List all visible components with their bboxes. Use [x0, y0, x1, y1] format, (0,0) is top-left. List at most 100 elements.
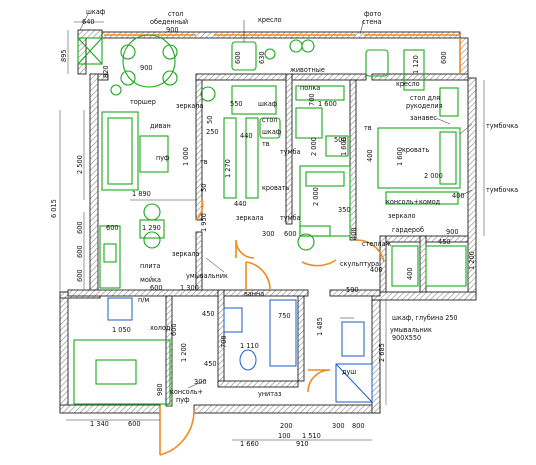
dim-1110: 1 110 — [240, 342, 259, 350]
dim-2000-a: 2 000 — [312, 187, 320, 206]
label-tumba-1: тумба — [280, 147, 300, 156]
dim-300-a: 300 — [262, 230, 275, 238]
label-tv-2: тв — [262, 139, 270, 148]
label-puf-1: пуф — [156, 153, 170, 162]
label-pm: п/м — [138, 295, 149, 304]
label-zerkala-2: зеркала — [236, 213, 264, 222]
dim-400-e: 400 — [452, 192, 465, 200]
dim-100: 100 — [278, 432, 291, 440]
label-umyvalnik-1: умывальник — [186, 271, 228, 280]
label-stol-ruk-2: рукоделия — [406, 101, 443, 110]
dim-200: 200 — [280, 422, 293, 430]
label-stol-ruk: стол для — [410, 93, 440, 102]
label-shkaf-mid2: шкаф — [262, 127, 282, 136]
dim-2685: 2 685 — [378, 343, 386, 362]
dim-6015: 6 015 — [50, 199, 58, 218]
dim-2000-b: 2 000 — [424, 172, 443, 180]
dim-440-b: 440 — [234, 200, 247, 208]
dim-800: 800 — [352, 422, 365, 430]
dim-400-c: 400 — [370, 266, 383, 274]
dim-600-kitchen: 600 — [106, 224, 119, 232]
dim-400-a: 400 — [366, 149, 374, 162]
label-dush: душ — [342, 367, 356, 376]
label-stellazh: стеллаж — [362, 239, 392, 248]
label-garderob: гардероб — [392, 225, 424, 234]
dim-450-r: 450 — [438, 238, 451, 246]
dim-1300: 1 300 — [180, 284, 199, 292]
label-tv-3: тв — [200, 157, 208, 166]
fixtures — [107, 297, 373, 403]
dim-750: 750 — [278, 312, 291, 320]
dim-1200-b: 1 200 — [180, 343, 188, 362]
dim-1050: 1 050 — [112, 326, 131, 334]
label-kreslo-right: кресло — [396, 79, 420, 88]
dim-1290: 1 290 — [142, 224, 161, 232]
label-zerkala-1: зеркала — [176, 101, 204, 110]
leader-lines — [79, 13, 473, 389]
dim-400-b: 400 — [350, 227, 358, 240]
dim-600-a: 600 — [234, 51, 242, 64]
bed-right — [377, 127, 461, 189]
label-shkaf-mid: шкаф — [258, 99, 278, 108]
label-konsol-puf: консоль+ — [170, 387, 203, 396]
dim-1950: 1 950 — [200, 213, 208, 232]
dim-900-table: 900 — [140, 64, 153, 72]
label-torsher: торшер — [130, 97, 156, 106]
label-skulptura: скульптура — [340, 259, 379, 268]
dim-600-left1: 600 — [76, 221, 84, 234]
label-foto-2: стена — [362, 17, 382, 26]
dim-1000-puf: 1 000 — [182, 147, 190, 166]
label-shkaf-glubina: шкаф, глубина 250 — [392, 313, 458, 322]
dim-900-r: 900 — [446, 228, 459, 236]
label-konsol-komod: консоль+комод — [386, 197, 441, 206]
label-konsol-puf-2: пуф — [176, 395, 190, 404]
dim-500: 500 — [334, 136, 347, 144]
label-stol-2: обеденный — [150, 17, 188, 26]
label-foto: фото — [364, 9, 381, 18]
dim-820: 820 — [102, 65, 110, 78]
dim-1510: 1 510 — [302, 432, 321, 440]
dim-400-d: 400 — [406, 267, 414, 280]
label-unitaz: унитаз — [258, 389, 282, 398]
label-krovat-1: кровать — [402, 145, 430, 154]
label-umyvalnik-2-size: 900Х550 — [392, 333, 421, 342]
label-holod: холод. — [150, 323, 172, 332]
room-labels: шкаф стол обеденный кресло фото стена то… — [86, 7, 518, 404]
label-divan: диван — [150, 121, 171, 130]
dim-250: 250 — [206, 128, 219, 136]
inner-walls — [67, 73, 469, 407]
dim-350: 350 — [338, 206, 351, 214]
dim-50: 50 — [206, 116, 214, 124]
label-stol: стол — [168, 9, 183, 18]
label-plita: плита — [140, 261, 160, 270]
dim-550: 550 — [230, 100, 243, 108]
dim-2500: 2 500 — [76, 155, 84, 174]
label-zerkalo: зеркало — [388, 211, 416, 220]
dim-440: 440 — [240, 132, 253, 140]
dim-600-left2: 600 — [76, 245, 84, 258]
dim-910: 910 — [296, 440, 309, 448]
dim-1120: 1 120 — [412, 55, 420, 74]
dim-300-bot: 300 — [332, 422, 345, 430]
dim-2000-c: 2 000 — [310, 137, 318, 156]
label-moika: мойка — [140, 275, 161, 284]
dim-50-b: 50 — [200, 184, 208, 192]
dim-590: 590 — [346, 286, 359, 294]
label-zerkala-3: зеркала — [172, 249, 200, 258]
label-tv-1: тв — [364, 123, 372, 132]
label-zanaves: занавес — [410, 113, 437, 122]
dim-600-c: 600 — [170, 323, 178, 336]
dimension-lines — [59, 21, 485, 441]
label-zhivotnye: животные — [290, 65, 325, 74]
label-umyvalnik-2: умывальник — [390, 325, 432, 334]
sofa — [101, 111, 139, 191]
label-tumba-2: тумба — [280, 213, 300, 222]
label-vanna: ванна — [244, 289, 264, 298]
dimension-labels: 640 895 900 900 820 600 1 120 630 550 25… — [50, 18, 476, 448]
dim-630: 630 — [258, 51, 266, 64]
dim-900-top: 900 — [166, 26, 179, 34]
dim-600-b: 600 — [150, 284, 163, 292]
dim-1600-a: 1 600 — [318, 100, 337, 108]
dim-1340: 1 340 — [90, 420, 109, 428]
dim-600-r: 600 — [440, 51, 448, 64]
